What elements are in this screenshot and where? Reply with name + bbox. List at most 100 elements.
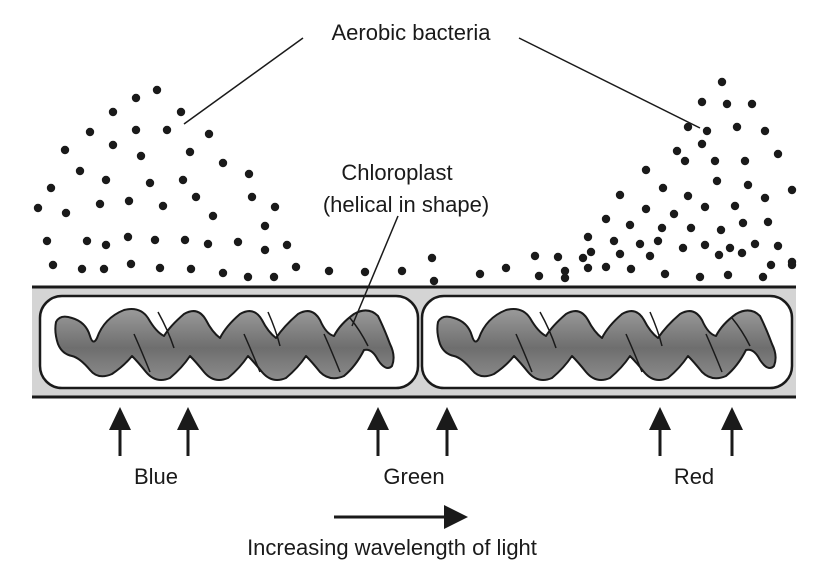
bacterium-dot: [723, 270, 733, 280]
bacterium-dot: [186, 264, 196, 274]
arrow-up-icon: [649, 407, 671, 456]
bacterium-dot: [653, 236, 663, 246]
bacterium-dot: [136, 151, 146, 161]
bacterium-dot: [501, 263, 511, 273]
bacterium-dot: [475, 269, 485, 279]
bacterium-dot: [360, 267, 370, 277]
bacterium-dot: [427, 253, 437, 263]
bacterium-dot: [203, 239, 213, 249]
bacterium-dot: [61, 208, 71, 218]
bacterium-dot: [760, 193, 770, 203]
bacterium-dot: [85, 127, 95, 137]
arrow-right-icon: [334, 505, 468, 529]
bacterium-dot: [641, 204, 651, 214]
bacterium-dot: [645, 251, 655, 261]
bacterium-dot: [82, 236, 92, 246]
bacterium-dot: [33, 203, 43, 213]
bacterium-dot: [717, 77, 727, 87]
bacterium-dot: [397, 266, 407, 276]
green-light-label: Green: [383, 464, 444, 489]
bacterium-dot: [583, 263, 593, 273]
bacterium-dot: [244, 169, 254, 179]
arrow-up-icon: [436, 407, 458, 456]
bacterium-dot: [625, 220, 635, 230]
bacterium-dot: [101, 175, 111, 185]
bacteria-leader-right: [518, 37, 701, 129]
bacterium-dot: [686, 223, 696, 233]
bacterium-dot: [101, 240, 111, 250]
bacterium-dot: [683, 191, 693, 201]
arrow-up-icon: [721, 407, 743, 456]
bacterium-dot: [42, 236, 52, 246]
bacterium-dot: [247, 192, 257, 202]
light-arrows: [109, 407, 743, 456]
bacterium-dot: [700, 202, 710, 212]
arrow-up-icon: [109, 407, 131, 456]
bacterium-dot: [787, 185, 797, 195]
chloroplast-right: [436, 308, 777, 381]
bacterium-dot: [260, 245, 270, 255]
bacterium-dot: [218, 268, 228, 278]
bacterium-dot: [553, 252, 563, 262]
bacterium-dot: [760, 126, 770, 136]
bacterium-dot: [131, 93, 141, 103]
blue-light-label: Blue: [134, 464, 178, 489]
bacterium-dot: [678, 243, 688, 253]
bacterium-dot: [185, 147, 195, 157]
chloroplast-leader: [351, 215, 399, 327]
bacterium-dot: [191, 192, 201, 202]
bacterium-dot: [702, 126, 712, 136]
bacterium-dot: [716, 225, 726, 235]
bacterium-dot: [534, 271, 544, 281]
bacterium-dot: [601, 262, 611, 272]
bacterium-dot: [126, 259, 136, 269]
bacterium-dot: [615, 249, 625, 259]
bacterium-dot: [738, 218, 748, 228]
bacterium-dot: [750, 239, 760, 249]
bacterium-dot: [660, 269, 670, 279]
bacterium-dot: [324, 266, 334, 276]
bacterium-dot: [657, 223, 667, 233]
bacterium-dot: [683, 122, 693, 132]
bacterium-dot: [95, 199, 105, 209]
chloroplast-label-line2: (helical in shape): [323, 192, 489, 217]
bacterium-dot: [269, 272, 279, 282]
bacterium-dot: [155, 263, 165, 273]
bacterium-dot: [743, 180, 753, 190]
bacterium-dot: [732, 122, 742, 132]
bacterium-dot: [233, 237, 243, 247]
bacterium-dot: [747, 99, 757, 109]
bacterium-dot: [641, 165, 651, 175]
bacterium-dot: [695, 272, 705, 282]
bacterium-dot: [700, 240, 710, 250]
chloroplast-label-line1: Chloroplast: [341, 160, 452, 185]
bacteria-leader-left: [183, 37, 304, 125]
bacterium-dot: [560, 266, 570, 276]
bacterium-dot: [158, 201, 168, 211]
bacterium-dot: [108, 107, 118, 117]
bacterium-dot: [99, 264, 109, 274]
bacterium-dot: [758, 272, 768, 282]
arrow-up-icon: [367, 407, 389, 456]
bacterium-dot: [260, 221, 270, 231]
bacterium-dot: [697, 139, 707, 149]
bacterium-dot: [766, 260, 776, 270]
bacterium-dot: [150, 235, 160, 245]
bacterium-dot: [722, 99, 732, 109]
bacterium-dot: [787, 260, 797, 270]
bacterium-dot: [152, 85, 162, 95]
bacterium-dot: [291, 262, 301, 272]
bacterium-dot: [218, 158, 228, 168]
bacterium-dot: [578, 253, 588, 263]
bacterium-dot: [710, 156, 720, 166]
bacterium-dot: [658, 183, 668, 193]
bacterium-dot: [680, 156, 690, 166]
bacterium-dot: [176, 107, 186, 117]
bacterium-dot: [124, 196, 134, 206]
bacterium-dot: [75, 166, 85, 176]
bacterium-dot: [530, 251, 540, 261]
bacterium-dot: [46, 183, 56, 193]
bacterium-dot: [730, 201, 740, 211]
bacterium-dot: [162, 125, 172, 135]
bacterium-dot: [763, 217, 773, 227]
